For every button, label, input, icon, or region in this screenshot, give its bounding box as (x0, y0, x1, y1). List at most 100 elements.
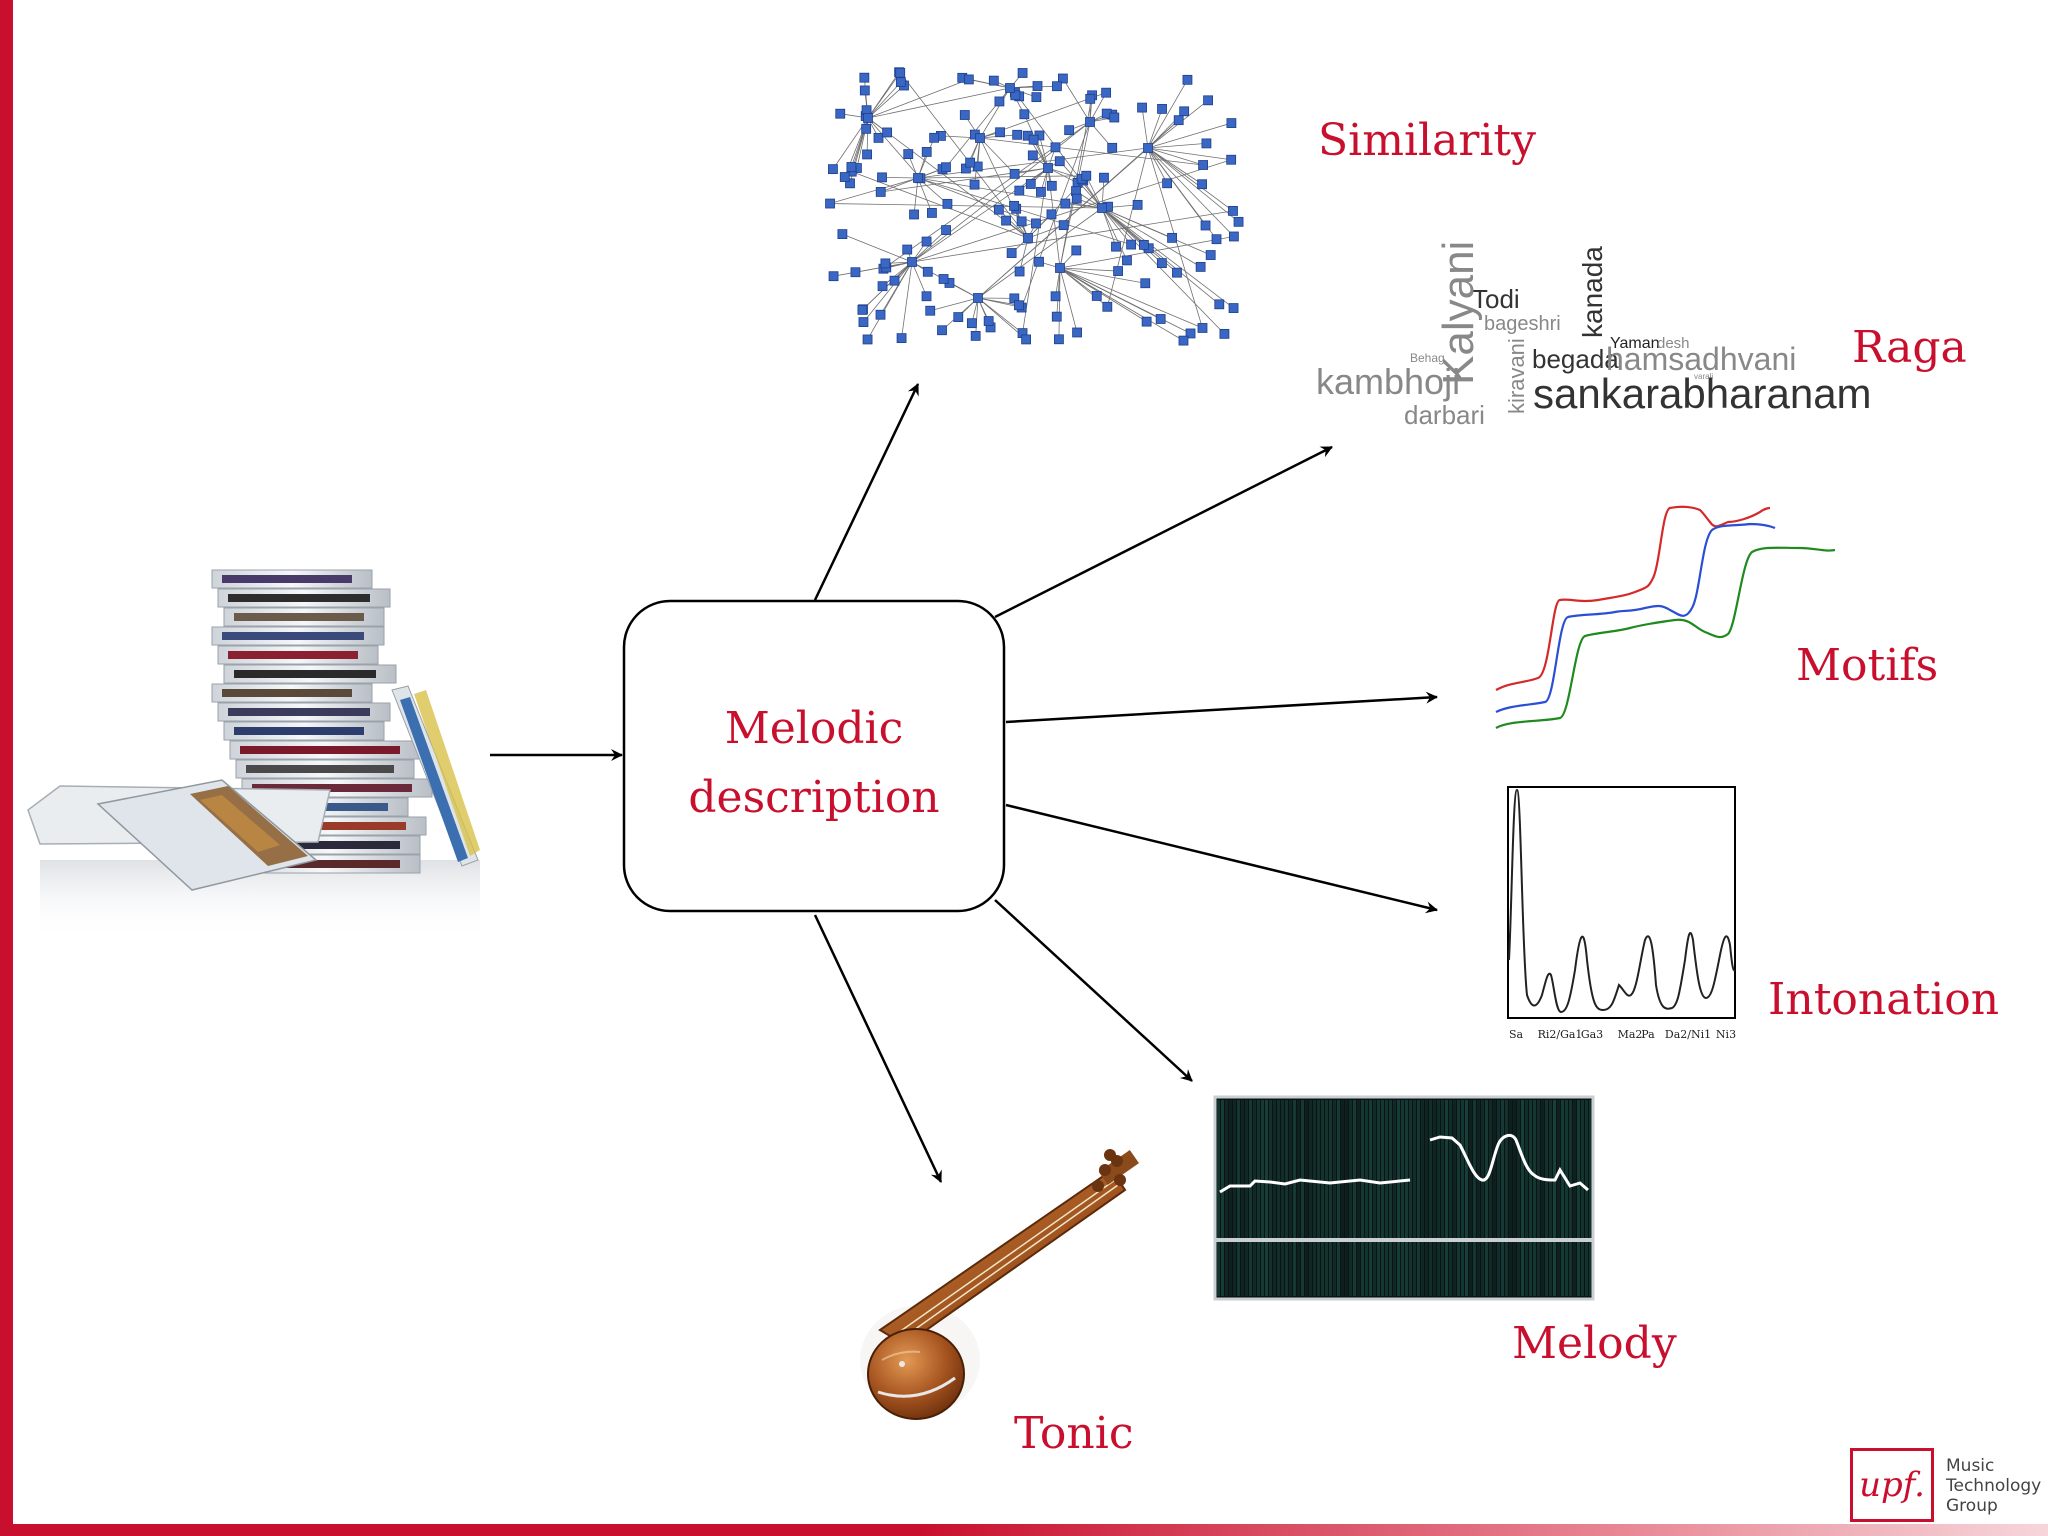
network-node (1132, 199, 1143, 210)
network-edge (1039, 135, 1049, 169)
network-node (1060, 198, 1071, 209)
network-node (942, 198, 953, 209)
spectral-band (1589, 1100, 1592, 1296)
network-node (1211, 234, 1222, 245)
spectral-band (1453, 1100, 1456, 1296)
spectral-band (1489, 1100, 1492, 1296)
raga-word-cloud: Todi bageshri Kalyani kanada Yaman desh … (1316, 241, 1872, 430)
network-node (1126, 239, 1137, 250)
network-node (1012, 129, 1023, 140)
intonation-tick-label: Ma2 (1618, 1028, 1643, 1041)
arrow-to-similarity (813, 383, 920, 601)
network-edge (867, 117, 921, 179)
spectral-band (1545, 1100, 1548, 1296)
network-node (1010, 90, 1021, 101)
label-tonic: Tonic (1014, 1408, 1133, 1459)
network-edge (880, 261, 913, 315)
spectral-band (1273, 1100, 1276, 1296)
label-raga: Raga (1852, 322, 1967, 373)
network-node (970, 330, 981, 341)
spectral-band (1497, 1100, 1500, 1296)
network-node (1156, 258, 1167, 269)
spectral-band (1493, 1100, 1496, 1296)
network-node (1200, 220, 1211, 231)
network-node (1137, 102, 1147, 113)
intonation-tick-label: Da2/Ni1 (1665, 1028, 1711, 1041)
spectral-band (1469, 1100, 1472, 1296)
network-node (1085, 117, 1095, 127)
network-node (1091, 291, 1102, 301)
spectral-band (1581, 1100, 1584, 1296)
network-node (1052, 81, 1062, 92)
network-edge (1147, 108, 1163, 149)
logo-line1: Music (1946, 1456, 1995, 1476)
network-node (988, 75, 999, 86)
network-edge (867, 79, 969, 119)
network-node (1058, 73, 1068, 84)
spectral-band (1425, 1100, 1428, 1296)
network-node (1055, 263, 1065, 273)
spectral-band (1537, 1100, 1540, 1296)
network-edge (1141, 107, 1149, 149)
network-node (1107, 142, 1118, 153)
network-node (839, 172, 850, 182)
network-node (858, 317, 869, 327)
network-node (1203, 95, 1213, 106)
spectral-band (1585, 1100, 1588, 1296)
cd-spine (228, 651, 358, 659)
spectral-band (1377, 1100, 1380, 1296)
network-node (1036, 186, 1046, 197)
word-kambhoji: kambhoji (1316, 361, 1460, 402)
leaning-cd-spine-2 (414, 690, 480, 856)
network-edge (1058, 267, 1061, 340)
network-node (1155, 314, 1166, 324)
cd-spine (234, 670, 376, 678)
network-node (1014, 300, 1024, 311)
network-node (1071, 245, 1082, 256)
network-edge (1101, 207, 1163, 264)
spectral-band (1413, 1100, 1416, 1296)
network-edge (1047, 167, 1078, 184)
intonation-tick-label: Ga3 (1581, 1028, 1603, 1041)
network-node (1032, 81, 1043, 91)
tanpura-image (860, 1149, 1139, 1420)
box-line1: Melodic (725, 703, 904, 754)
network-node (895, 67, 906, 78)
spectral-band (1417, 1100, 1420, 1296)
spectral-band (1345, 1100, 1348, 1296)
cd-spine (252, 784, 412, 792)
cd-spine (228, 708, 370, 716)
upf-logo-mark: upf. (1850, 1448, 1934, 1522)
spectral-band (1577, 1100, 1580, 1296)
network-edge (911, 121, 1091, 263)
network-edges (829, 72, 1239, 341)
network-node (1233, 216, 1244, 227)
spectral-band (1253, 1100, 1256, 1296)
word-yaman: Yaman (1610, 335, 1660, 352)
spectral-band (1505, 1100, 1508, 1296)
network-node (895, 77, 906, 87)
spectral-band (1225, 1100, 1228, 1296)
spectral-band (1317, 1100, 1320, 1296)
network-edge (867, 87, 1011, 119)
cd-spine (246, 822, 406, 830)
network-node (1017, 68, 1028, 78)
network-node (859, 72, 870, 83)
network-node (1046, 180, 1057, 191)
network-node (1214, 299, 1225, 310)
network-node (825, 198, 835, 209)
mtg-logo: upf. Music Technology Group (1850, 1448, 2048, 1522)
network-edge (899, 72, 1029, 239)
spectral-band (1301, 1100, 1304, 1296)
network-node (1043, 163, 1053, 173)
cd-spine (240, 746, 400, 754)
network-node (1027, 150, 1038, 161)
arrows-group (490, 383, 1438, 1183)
network-edge (829, 177, 919, 204)
label-motifs: Motifs (1796, 640, 1938, 691)
intonation-tick-label: Ri2/Ga1 (1538, 1028, 1583, 1041)
cd-cover-art-detail (200, 795, 280, 852)
network-edge (913, 177, 919, 215)
spectral-band (1249, 1100, 1252, 1296)
spectral-band (1509, 1100, 1512, 1296)
